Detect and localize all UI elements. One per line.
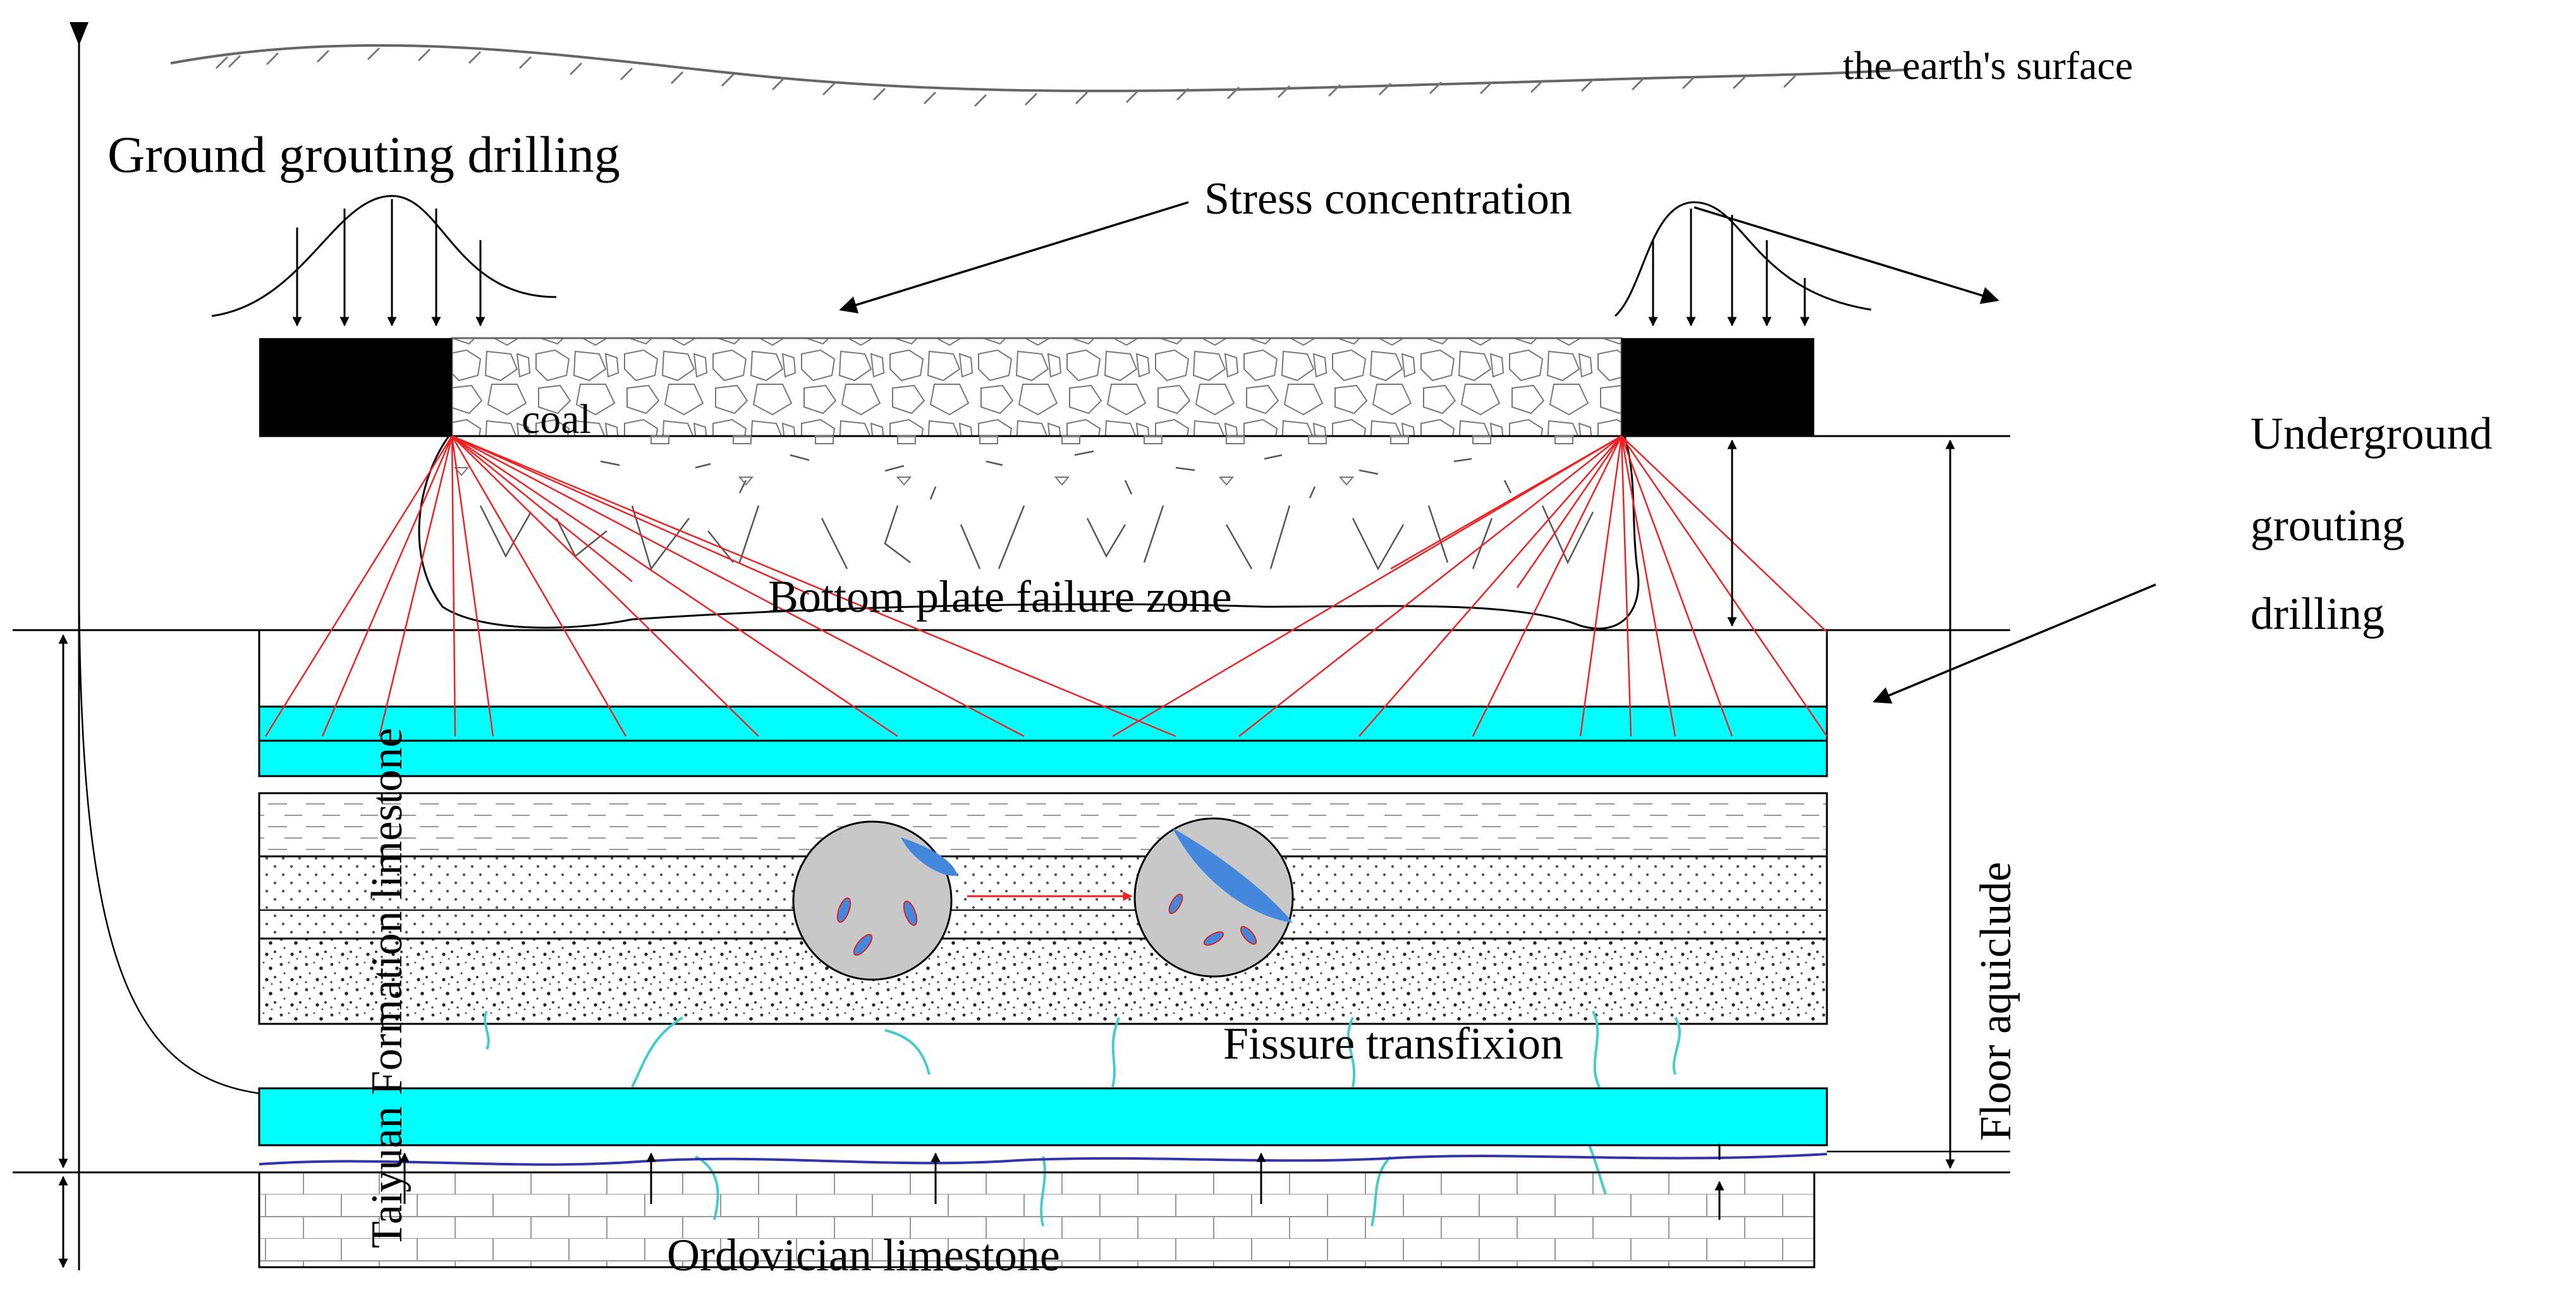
aquifer-band-lower: [258, 1087, 1828, 1146]
failure-triangles: [453, 467, 1355, 486]
grain-circle-left: [792, 820, 958, 981]
taiyuan-formation-label: Taiyuan Formation limestone: [363, 728, 412, 1248]
depth-axis-arrow: [70, 22, 89, 46]
gob-rubble-zone: [451, 337, 1623, 437]
seam-floor-marks: [650, 435, 1573, 444]
failure-cracks: [479, 450, 1594, 571]
layer-sandstone: [258, 937, 1828, 1025]
underground-grouting-pointer: [1872, 583, 2156, 704]
coal-pillar-right: [1621, 338, 1814, 436]
fissure-transfixion-label: Fissure transfixion: [1223, 1018, 1563, 1069]
stress-pointer-left: [839, 201, 1189, 313]
failure-zone-outline: [418, 435, 1640, 629]
fracture-fan-right: [1112, 435, 1828, 738]
stress-pointer-right: [1694, 206, 1999, 305]
stress-curve-left: [211, 195, 557, 317]
aquiclude-base-wavy: [259, 1153, 1828, 1166]
earth-surface-label: the earth's surface: [1843, 43, 2133, 88]
underground-grouting-label-3: drilling: [2250, 588, 2384, 639]
ground-drill-curve: [78, 568, 1790, 1114]
underground-grouting-label-2: grouting: [2250, 500, 2405, 550]
underground-grouting-label-1: Underground: [2250, 408, 2493, 459]
coal-pillar-left: [259, 338, 452, 436]
water-pressure-arrows: [400, 1152, 1724, 1220]
stress-concentration-label: Stress concentration: [1204, 173, 1572, 224]
layer-dotted: [258, 855, 1828, 940]
coal-label: coal: [522, 396, 591, 442]
layer-dashed: [258, 792, 1828, 858]
bottom-plate-failure-label: Bottom plate failure zone: [768, 571, 1232, 622]
ground-hatch: [215, 47, 1797, 107]
ordovician-limestone: [258, 1171, 1816, 1268]
grain-circle-right: [1133, 817, 1294, 978]
ground-grouting-label: Ground grouting drilling: [107, 126, 620, 183]
ordovician-limestone-label: Ordovician limestone: [667, 1230, 1060, 1280]
stress-arrows-right: [1648, 209, 1810, 327]
floor-aquiclude-label: Floor aquiclude: [1972, 862, 2020, 1141]
earth-surface-line: [170, 44, 1910, 92]
fracture-fan-left: [264, 435, 1176, 738]
stress-arrows-left: [292, 199, 485, 327]
stress-curve-right: [1615, 201, 1872, 317]
